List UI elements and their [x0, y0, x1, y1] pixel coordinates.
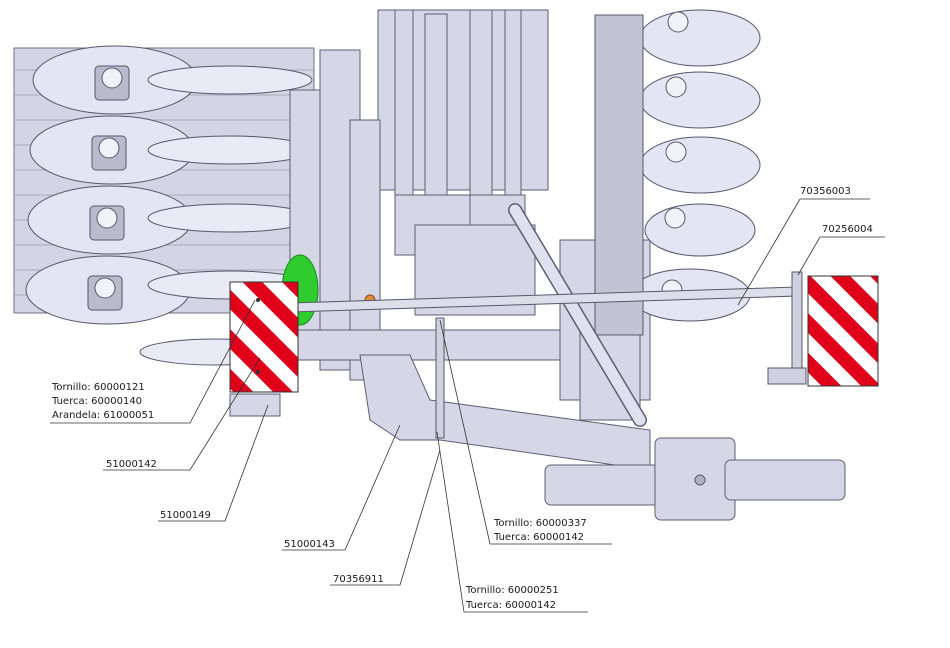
label-tornillo-60000121: Tornillo: 60000121 [52, 382, 145, 394]
label-part-51000142: 51000142 [106, 459, 157, 471]
label-part-51000143: 51000143 [284, 539, 335, 551]
label-part-70256004: 70256004 [822, 224, 873, 236]
label-tornillo-60000337: Tornillo: 60000337 [494, 518, 587, 530]
label-tornillo-60000251: Tornillo: 60000251 [466, 585, 559, 597]
label-arandela-61000051: Arandela: 61000051 [52, 410, 154, 422]
label-part-51000149: 51000149 [160, 510, 211, 522]
label-part-70356911: 70356911 [333, 574, 384, 586]
label-part-70356003: 70356003 [800, 186, 851, 198]
left-warning-panel [230, 282, 298, 416]
label-tuerca-60000142-b: Tuerca: 60000142 [466, 600, 556, 612]
label-tuerca-60000142-a: Tuerca: 60000142 [494, 532, 584, 544]
right-disc-gang [595, 10, 760, 335]
right-warning-panel [808, 276, 878, 386]
label-tuerca-60000140: Tuerca: 60000140 [52, 396, 142, 408]
